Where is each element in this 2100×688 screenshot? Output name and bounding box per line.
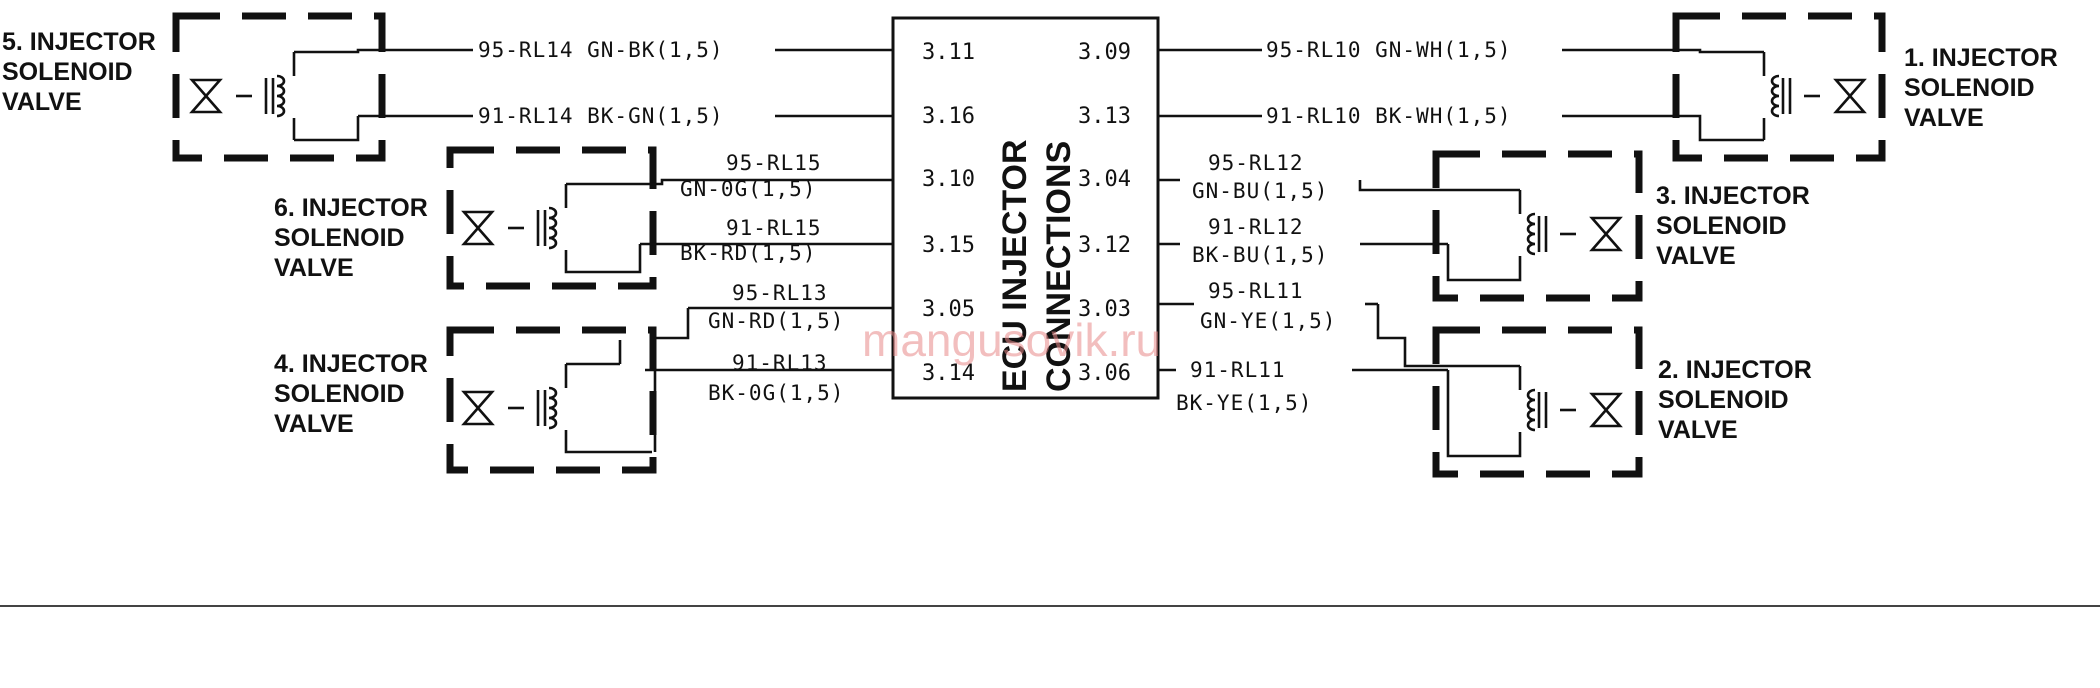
ecu-pins-left: 3.11 3.16 3.10 3.15 3.05 3.14 xyxy=(922,40,975,386)
injector-label: SOLENOID xyxy=(1658,386,1789,414)
wire-label: 95-RL10 GN-WH(1,5) xyxy=(1266,38,1512,62)
injector-label: SOLENOID xyxy=(2,58,133,86)
wire-label: 91-RL11 xyxy=(1190,358,1286,382)
injector-5: 5. INJECTOR SOLENOID VALVE xyxy=(2,12,473,162)
injector-label: SOLENOID xyxy=(274,224,405,252)
pin-label: 3.09 xyxy=(1078,40,1131,65)
pin-label: 3.15 xyxy=(922,233,975,258)
wire-label: BK-RD(1,5) xyxy=(680,241,816,265)
pin-label: 3.04 xyxy=(1078,167,1131,192)
injector-label: VALVE xyxy=(1656,242,1736,270)
wire-label: 91-RL15 xyxy=(726,216,822,240)
injector-label: VALVE xyxy=(274,410,354,438)
injector-label: VALVE xyxy=(2,88,82,116)
injector-label: 3. INJECTOR xyxy=(1656,182,1810,210)
wire-label: 91-RL13 xyxy=(732,351,828,375)
injector-label: VALVE xyxy=(1904,104,1984,132)
pin-label: 3.13 xyxy=(1078,104,1131,129)
injector-label: 5. INJECTOR xyxy=(2,28,156,56)
wire-label: GN-RD(1,5) xyxy=(708,309,844,333)
wire-label: GN-0G(1,5) xyxy=(680,177,816,201)
wire-label: BK-YE(1,5) xyxy=(1176,391,1312,415)
pin-label: 3.06 xyxy=(1078,361,1131,386)
wire-label: 91-RL14 BK-GN(1,5) xyxy=(478,104,724,128)
injector-label: VALVE xyxy=(1658,416,1738,444)
pin-label: 3.12 xyxy=(1078,233,1131,258)
wire-label: BK-BU(1,5) xyxy=(1192,243,1328,267)
wire-label: 95-RL11 xyxy=(1208,279,1304,303)
injector-3: 3. INJECTOR SOLENOID VALVE xyxy=(1358,150,1810,302)
wire-label: 95-RL14 GN-BK(1,5) xyxy=(478,38,724,62)
pin-label: 3.05 xyxy=(922,297,975,322)
wire-label: 95-RL12 xyxy=(1208,151,1304,175)
ecu-pins-right: 3.09 3.13 3.04 3.12 3.03 3.06 xyxy=(1078,40,1131,386)
injector-label: SOLENOID xyxy=(274,380,405,408)
ecu-title-line1: ECU INJECTOR xyxy=(996,139,1034,392)
injector-label: 6. INJECTOR xyxy=(274,194,428,222)
injector-label: 4. INJECTOR xyxy=(274,350,428,378)
pin-label: 3.16 xyxy=(922,104,975,129)
ecu-title-line2: CONNECTIONS xyxy=(1040,141,1078,392)
injector-label: 2. INJECTOR xyxy=(1658,356,1812,384)
wire-label: 91-RL12 xyxy=(1208,215,1304,239)
wire-label: BK-0G(1,5) xyxy=(708,381,844,405)
injector-4: 4. INJECTOR SOLENOID VALVE xyxy=(274,306,893,474)
injector-1: 1. INJECTOR SOLENOID VALVE xyxy=(1562,12,2058,162)
injector-2: 2. INJECTOR SOLENOID VALVE xyxy=(1352,304,1812,478)
wire-label: 95-RL15 xyxy=(726,151,822,175)
injector-label: VALVE xyxy=(274,254,354,282)
wire-label: 95-RL13 xyxy=(732,281,828,305)
injector-label: SOLENOID xyxy=(1904,74,2035,102)
pin-label: 3.11 xyxy=(922,40,975,65)
injector-6: 6. INJECTOR SOLENOID VALVE xyxy=(274,146,893,290)
wire-label: 91-RL10 BK-WH(1,5) xyxy=(1266,104,1512,128)
pin-label: 3.14 xyxy=(922,361,975,386)
injector-label: SOLENOID xyxy=(1656,212,1787,240)
wire-label: GN-YE(1,5) xyxy=(1200,309,1336,333)
wire-label: GN-BU(1,5) xyxy=(1192,179,1328,203)
ecu-box: ECU INJECTOR CONNECTIONS xyxy=(891,16,1160,400)
pin-label: 3.03 xyxy=(1078,297,1131,322)
injector-label: 1. INJECTOR xyxy=(1904,44,2058,72)
watermark: mangusovik.ru xyxy=(862,314,1161,366)
pin-label: 3.10 xyxy=(922,167,975,192)
